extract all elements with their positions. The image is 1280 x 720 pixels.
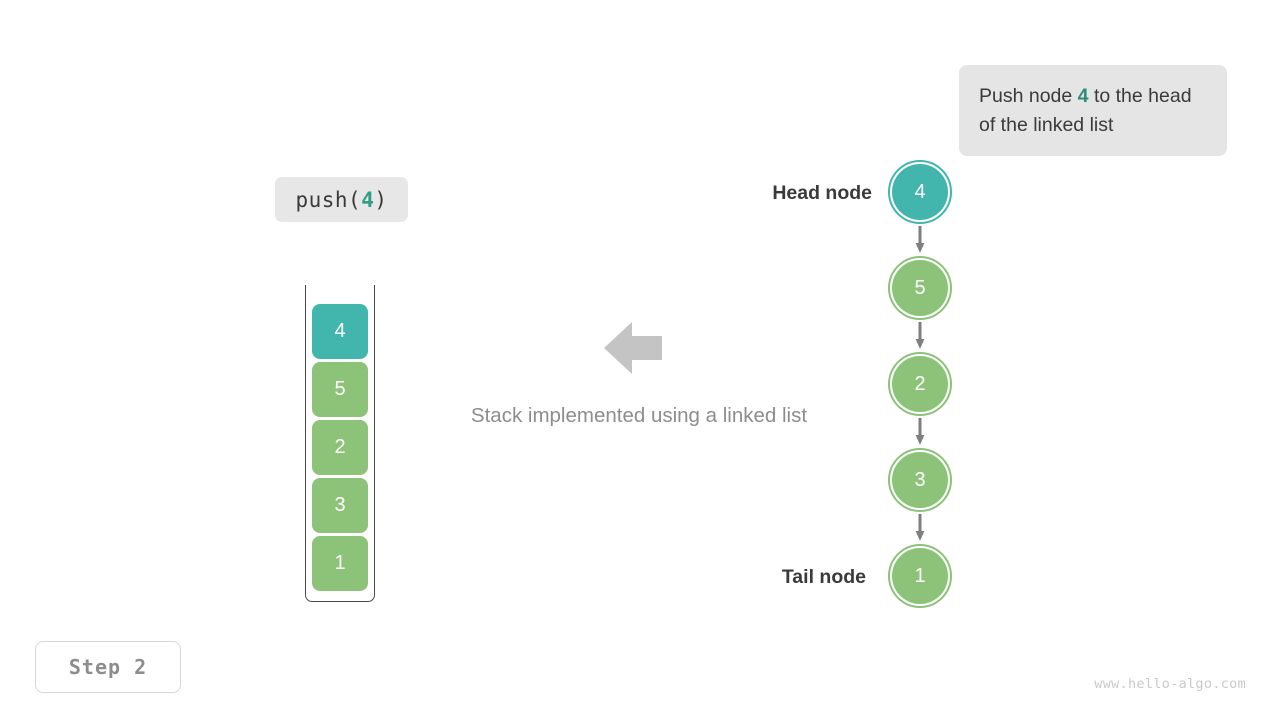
node-disc: 1 (892, 548, 948, 604)
operation-value: 4 (361, 187, 375, 212)
node-value: 3 (914, 468, 926, 491)
stack-cell-value: 3 (334, 494, 346, 516)
operation-label-pill: push(4) (275, 177, 408, 222)
callout-text-after: to the head of the linked list (979, 85, 1192, 136)
node-value: 5 (914, 276, 926, 299)
stack-cell: 2 (312, 420, 368, 475)
left-arrow-icon (602, 318, 664, 378)
linked-list-connector-arrow (915, 514, 925, 542)
linked-list-node: 3 (886, 446, 954, 514)
stack-cell-list: 4 5 2 3 1 (312, 304, 368, 591)
node-value: 4 (914, 180, 926, 203)
diagram-caption-text: Stack implemented using a linked list (470, 404, 808, 427)
node-value: 2 (914, 372, 926, 395)
stack-cell: 5 (312, 362, 368, 417)
stack-cell-value: 4 (334, 320, 346, 342)
stack-cell: 1 (312, 536, 368, 591)
tail-node-label: Tail node (781, 566, 866, 588)
node-disc: 4 (892, 164, 948, 220)
stack-cell: 3 (312, 478, 368, 533)
operation-suffix: ) (374, 187, 388, 212)
operation-prefix: push( (295, 187, 362, 212)
stack-cell-value: 1 (334, 552, 346, 574)
linked-list-connector-arrow (915, 322, 925, 350)
node-disc: 2 (892, 356, 948, 412)
linked-list: 4 5 2 3 1 (886, 158, 954, 618)
step-badge: Step 2 (35, 641, 181, 693)
stack-cell-value: 5 (334, 378, 346, 400)
stack-cell: 4 (312, 304, 368, 359)
linked-list-node: 1 (886, 542, 954, 610)
linked-list-connector-arrow (915, 418, 925, 446)
callout-highlight-value: 4 (1077, 85, 1089, 107)
callout-tooltip: Push node 4 to the head of the linked li… (959, 65, 1227, 156)
node-disc: 3 (892, 452, 948, 508)
node-value: 1 (914, 564, 926, 587)
node-disc: 5 (892, 260, 948, 316)
watermark: www.hello-algo.com (1094, 676, 1246, 692)
linked-list-connector-arrow (915, 226, 925, 254)
linked-list-node: 5 (886, 254, 954, 322)
stack-container: 4 5 2 3 1 (305, 285, 375, 602)
diagram-caption: Stack implemented using a linked list (0, 404, 1280, 428)
head-node-label: Head node (772, 182, 872, 204)
linked-list-node: 2 (886, 350, 954, 418)
stack-container-walls (305, 285, 375, 602)
callout-text-before: Push node (979, 85, 1078, 107)
stack-cell-value: 2 (334, 436, 346, 458)
linked-list-node: 4 (886, 158, 954, 226)
